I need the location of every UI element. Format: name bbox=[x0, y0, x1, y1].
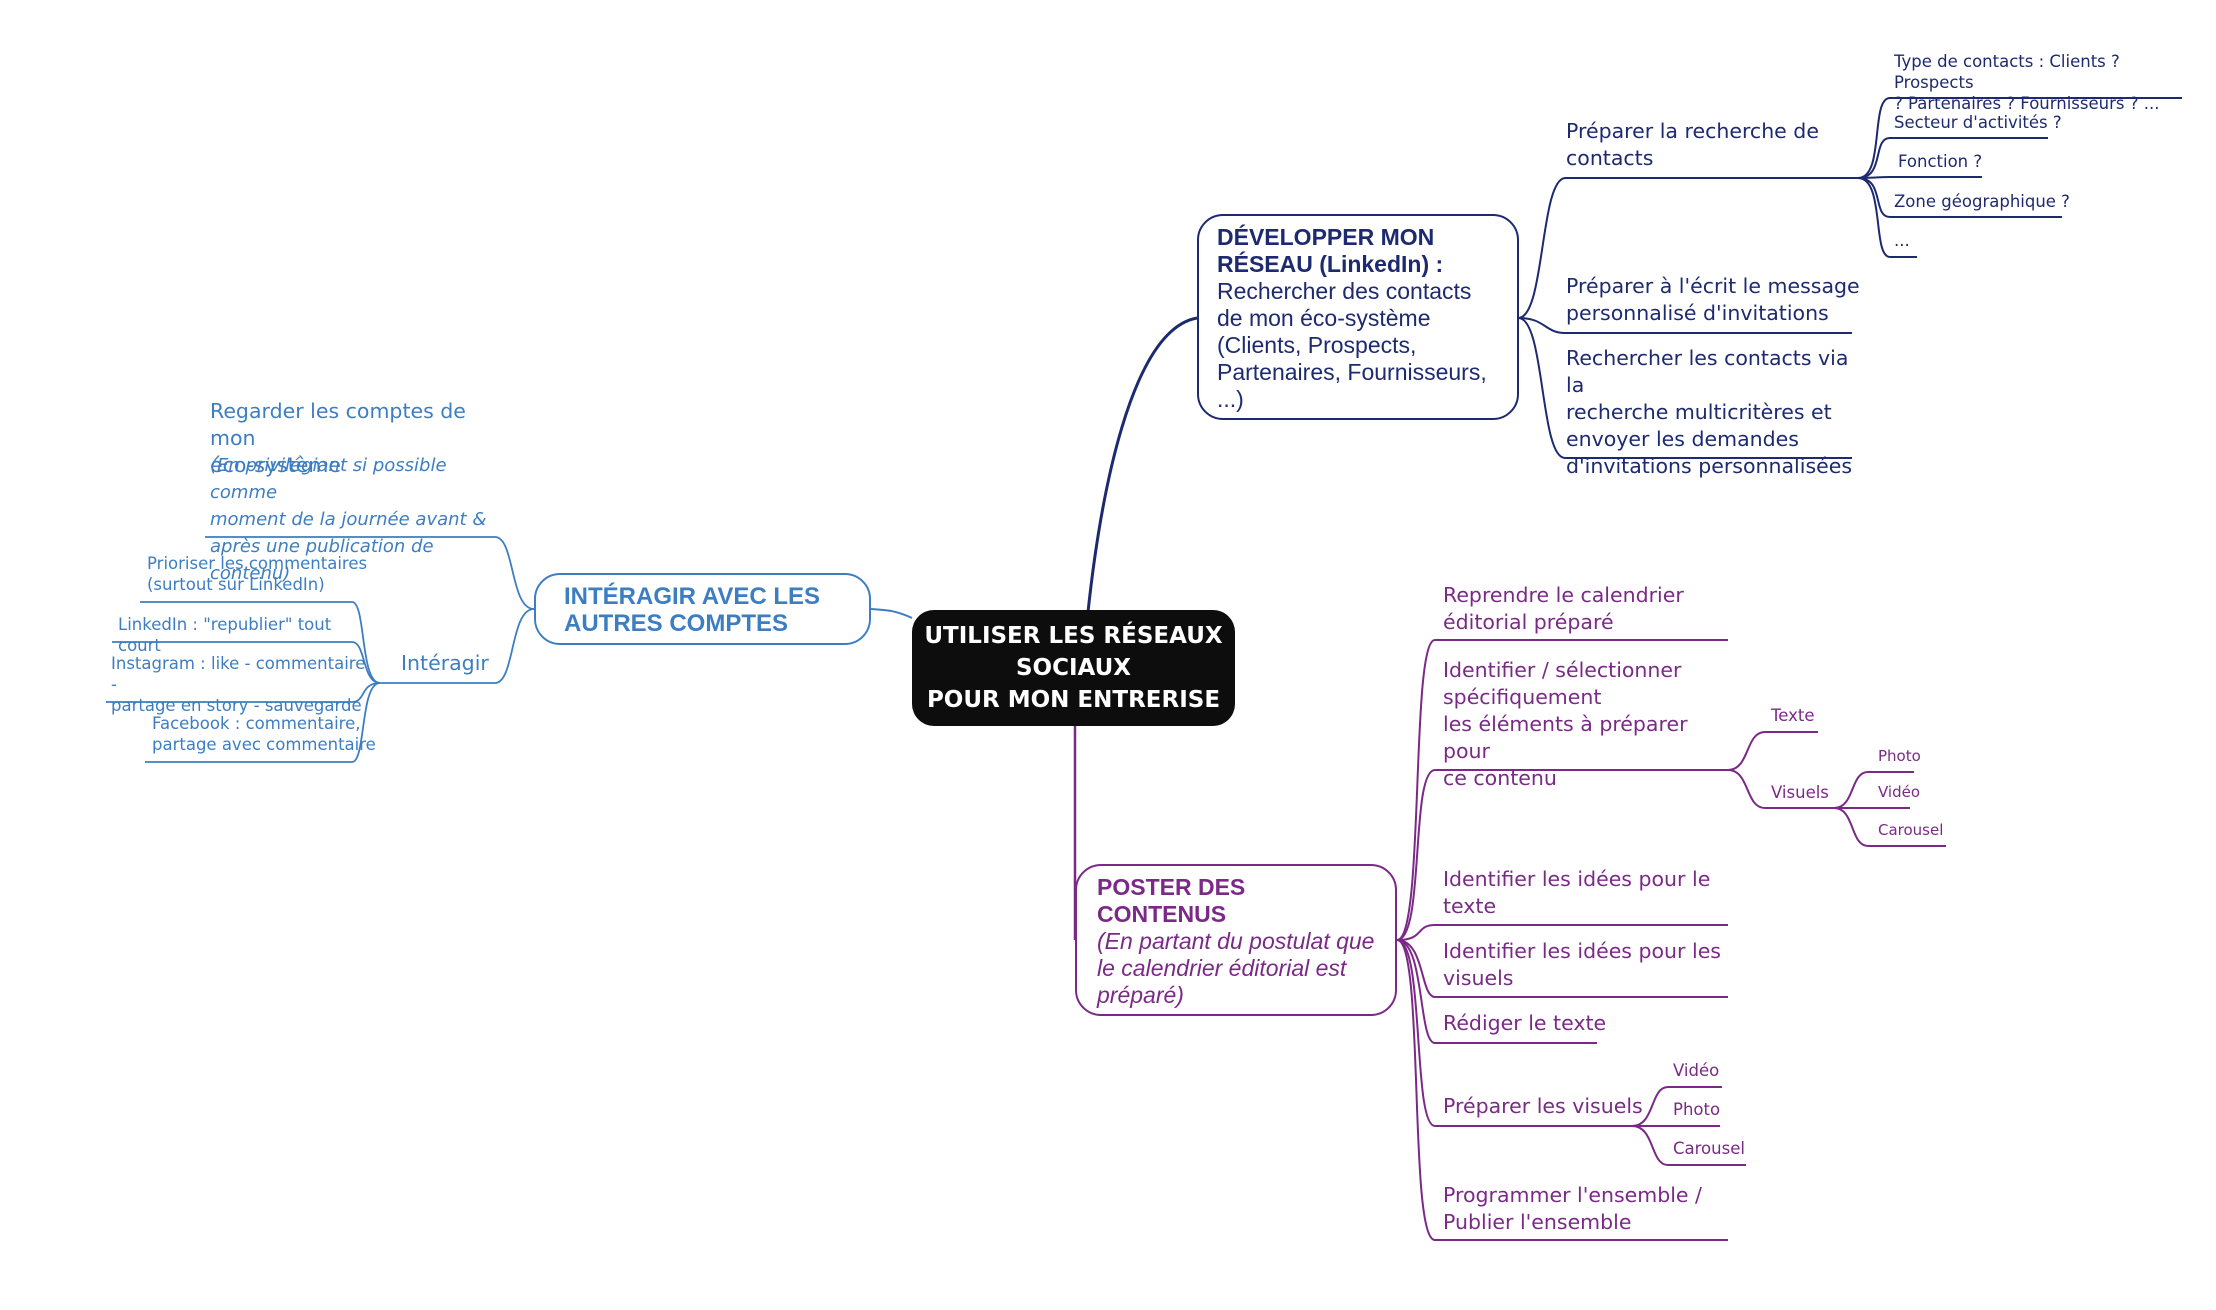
recherche-fonction[interactable]: Fonction ? bbox=[1898, 152, 1983, 171]
identifier-visuels[interactable]: Visuels bbox=[1771, 783, 1829, 802]
connector-visuels-carousel bbox=[1833, 807, 1946, 847]
prep-carousel[interactable]: Carousel bbox=[1673, 1139, 1745, 1158]
connector-recherche-secteur bbox=[1857, 137, 2048, 179]
contenus-child-idees-texte[interactable]: Identifier les idées pour le texte bbox=[1443, 867, 1711, 918]
interagir-instagram[interactable]: Instagram : like - commentaire - partage… bbox=[111, 654, 366, 715]
connector-recherche-type bbox=[1857, 97, 2182, 179]
interagir-child-regarder-note: (En privilégiant si possible comme momen… bbox=[210, 455, 487, 584]
reseau-title: DÉVELOPPER MON RÉSEAU (LinkedIn) : bbox=[1217, 224, 1444, 277]
recherche-zone[interactable]: Zone géographique ? bbox=[1894, 192, 2070, 211]
connector-interagir-linkedin bbox=[112, 641, 381, 684]
contenus-title: POSTER DES CONTENUS bbox=[1097, 874, 1246, 927]
connector-contenus-visuels-prep bbox=[1396, 939, 1632, 1127]
reseau-node[interactable]: DÉVELOPPER MON RÉSEAU (LinkedIn) : Reche… bbox=[1197, 214, 1519, 420]
central-line-2: SOCIAUX bbox=[1015, 655, 1132, 681]
interagir-prioriser[interactable]: Prioriser les commentaires (surtout sur … bbox=[147, 554, 368, 594]
connector-interagir-facebook bbox=[145, 682, 381, 763]
connector-central-reseau bbox=[1086, 316, 1198, 613]
prep-photo[interactable]: Photo bbox=[1673, 1100, 1721, 1119]
connector-contenus-programmer bbox=[1396, 939, 1728, 1241]
interagir-linkedin[interactable]: LinkedIn : "republier" tout court bbox=[118, 615, 332, 655]
connector-contenus-rediger bbox=[1396, 939, 1597, 1044]
connector-recherche-etc bbox=[1857, 177, 1917, 258]
connector-contenus-idees-texte bbox=[1396, 924, 1728, 941]
connector-interagir-regarder bbox=[205, 536, 535, 610]
connector-recherche-fonction bbox=[1857, 176, 1982, 179]
connector-prep-video bbox=[1631, 1086, 1722, 1127]
central-line-1: UTILISER LES RÉSEAUX bbox=[924, 623, 1223, 649]
interagir-title: INTÉRAGIR AVEC LES AUTRES COMPTES bbox=[564, 583, 821, 637]
contenus-node[interactable]: POSTER DES CONTENUS (En partant du postu… bbox=[1075, 864, 1397, 1016]
contenus-subtitle: (En partant du postulat que le calendrie… bbox=[1097, 928, 1375, 1008]
connector-interagir-interagir bbox=[380, 608, 535, 684]
reseau-child-multicriteres[interactable]: Rechercher les contacts via la recherche… bbox=[1566, 346, 1853, 478]
connector-reseau-multicriteres bbox=[1518, 317, 1852, 459]
prep-video[interactable]: Vidéo bbox=[1673, 1061, 1720, 1080]
connector-contenus-identifier bbox=[1396, 769, 1728, 941]
visuels-video[interactable]: Vidéo bbox=[1878, 783, 1921, 801]
contenus-child-calendrier[interactable]: Reprendre le calendrier éditorial prépar… bbox=[1443, 583, 1684, 634]
reseau-child-message[interactable]: Préparer à l'écrit le message personnali… bbox=[1566, 274, 1860, 325]
recherche-secteur[interactable]: Secteur d'activités ? bbox=[1894, 113, 2062, 132]
contenus-child-idees-visuels[interactable]: Identifier les idées pour les visuels bbox=[1443, 939, 1721, 990]
central-node[interactable]: UTILISER LES RÉSEAUX SOCIAUX POUR MON EN… bbox=[912, 610, 1235, 726]
recherche-type-contacts[interactable]: Type de contacts : Clients ? Prospects ?… bbox=[1894, 52, 2160, 113]
contenus-child-programmer[interactable]: Programmer l'ensemble / Publier l'ensemb… bbox=[1443, 1183, 1702, 1234]
connector-contenus-calendrier bbox=[1396, 639, 1728, 941]
connector-identifier-texte bbox=[1727, 731, 1818, 771]
connector-interagir-prioriser bbox=[140, 601, 381, 684]
connector-reseau-recherche bbox=[1518, 177, 1858, 319]
connector-visuels-photo bbox=[1833, 771, 1914, 809]
recherche-etc[interactable]: ... bbox=[1894, 231, 1910, 250]
interagir-child-regarder[interactable]: Regarder les comptes de mon éco-système bbox=[210, 399, 466, 477]
connector-recherche-zone bbox=[1857, 177, 2062, 218]
interagir-facebook[interactable]: Facebook : commentaire, partage avec com… bbox=[152, 714, 376, 754]
connector-identifier-visuels bbox=[1727, 769, 1834, 809]
connector-contenus-idees-visuels bbox=[1396, 939, 1728, 998]
visuels-photo[interactable]: Photo bbox=[1878, 747, 1921, 765]
contenus-child-preparer-visuels[interactable]: Préparer les visuels bbox=[1443, 1094, 1643, 1118]
contenus-child-rediger[interactable]: Rédiger le texte bbox=[1443, 1011, 1607, 1035]
reseau-child-recherche[interactable]: Préparer la recherche de contacts bbox=[1566, 119, 1819, 170]
interagir-child-interagir[interactable]: Intéragir bbox=[401, 651, 489, 675]
connector-interagir-instagram bbox=[106, 682, 381, 703]
central-line-3: POUR MON ENTRERISE bbox=[926, 687, 1221, 713]
reseau-body: Rechercher des contacts de mon éco-systè… bbox=[1217, 278, 1487, 412]
connector-reseau-message bbox=[1518, 317, 1852, 334]
identifier-texte[interactable]: Texte bbox=[1771, 706, 1815, 725]
contenus-child-identifier[interactable]: Identifier / sélectionner spécifiquement… bbox=[1443, 658, 1688, 790]
visuels-carousel[interactable]: Carousel bbox=[1878, 821, 1944, 839]
connector-prep-carousel bbox=[1631, 1125, 1746, 1166]
connector-central-interagir bbox=[870, 608, 913, 619]
interagir-node[interactable]: INTÉRAGIR AVEC LES AUTRES COMPTES bbox=[534, 573, 871, 645]
